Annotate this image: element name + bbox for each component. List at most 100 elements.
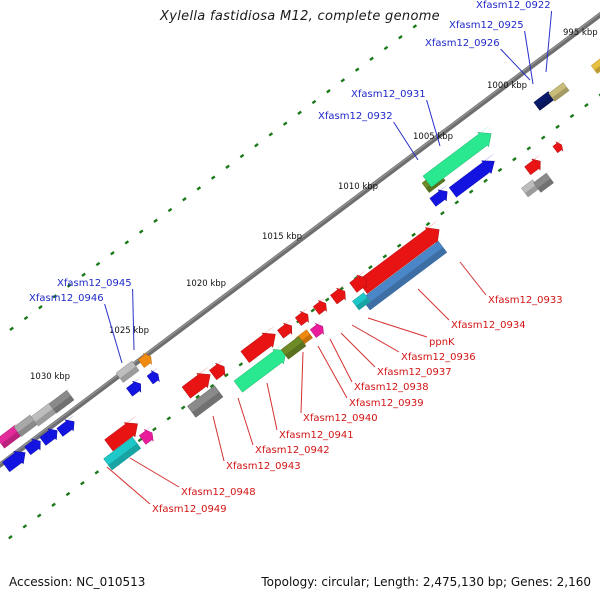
callout-label-Xfasm12_0937[interactable]: Xfasm12_0937 xyxy=(377,367,452,378)
gene[interactable] xyxy=(352,289,371,311)
lower-scale-tick xyxy=(483,178,488,183)
gene[interactable] xyxy=(30,400,57,427)
callout-label-Xfasm12_0932[interactable]: Xfasm12_0932 xyxy=(318,111,393,122)
callout-label-Xfasm12_0926[interactable]: Xfasm12_0926 xyxy=(425,38,500,49)
gene-Xfasm12_0948[interactable] xyxy=(104,415,138,452)
gene[interactable] xyxy=(138,425,154,445)
gene-arrow-body xyxy=(181,373,211,399)
gene-Xfasm12_0943[interactable] xyxy=(187,382,224,418)
gene[interactable] xyxy=(533,170,554,193)
gene-Xfasm12_0925[interactable] xyxy=(548,79,570,102)
callout-label-Xfasm12_0948[interactable]: Xfasm12_0948 xyxy=(181,487,256,498)
gene-Xfasm12_0949[interactable] xyxy=(103,434,142,471)
gene[interactable] xyxy=(552,138,564,154)
gene-Xfasm12_0941[interactable] xyxy=(277,318,293,339)
gene[interactable] xyxy=(24,434,41,456)
gene[interactable] xyxy=(39,423,58,446)
gene-Xfasm12_0942[interactable] xyxy=(233,342,287,393)
gene-arrow-body xyxy=(209,362,226,381)
gene-arrow-body xyxy=(552,141,564,154)
gene[interactable] xyxy=(280,333,307,360)
gene-arrow-body xyxy=(233,349,287,393)
gene-shadow xyxy=(192,391,223,418)
gene[interactable] xyxy=(0,422,23,449)
callout-label-Xfasm12_0925[interactable]: Xfasm12_0925 xyxy=(449,20,524,31)
lower-scale-tick xyxy=(396,243,402,248)
gene-arrow-body xyxy=(24,438,41,456)
gene-ppnK[interactable] xyxy=(349,270,367,293)
scale-tick xyxy=(138,229,144,234)
gene[interactable] xyxy=(524,154,541,176)
gene-Xfasm12_0934[interactable] xyxy=(361,238,448,311)
lower-scale-tick xyxy=(526,146,532,151)
callout-label-Xfasm12_0936[interactable]: Xfasm12_0936 xyxy=(401,352,476,363)
chromosome-rail-highlight xyxy=(0,12,600,465)
callout-leader xyxy=(417,288,450,321)
gene-arrow-body xyxy=(240,332,276,363)
lower-scale-tick xyxy=(569,113,575,119)
callout-leader xyxy=(106,466,151,505)
gene[interactable] xyxy=(13,412,38,437)
scale-label: 1010 kbp xyxy=(338,182,378,192)
callout-label-Xfasm12_0934[interactable]: Xfasm12_0934 xyxy=(451,320,526,331)
gene[interactable] xyxy=(181,366,211,399)
callout-label-Xfasm12_0940[interactable]: Xfasm12_0940 xyxy=(303,413,378,424)
callout-label-Xfasm12_0945[interactable]: Xfasm12_0945 xyxy=(57,278,132,289)
gene-Xfasm12_0931[interactable] xyxy=(422,125,492,188)
callout-label-Xfasm12_0946[interactable]: Xfasm12_0946 xyxy=(29,293,104,304)
scale-label: 1000 kbp xyxy=(487,81,527,91)
scale-tick xyxy=(110,251,115,256)
callout-leader xyxy=(266,382,278,431)
scale-tick xyxy=(297,110,302,115)
gene[interactable] xyxy=(126,376,142,397)
gene[interactable] xyxy=(56,414,75,437)
gene-Xfasm12_0933[interactable] xyxy=(357,220,440,294)
gene-Xfasm12_0926[interactable] xyxy=(533,88,555,111)
callout-label-Xfasm12_0931[interactable]: Xfasm12_0931 xyxy=(351,89,426,100)
callout-label-Xfasm12_0943[interactable]: Xfasm12_0943 xyxy=(226,461,301,472)
callout-label-Xfasm12_0942[interactable]: Xfasm12_0942 xyxy=(255,445,330,456)
gene[interactable] xyxy=(448,153,495,198)
lower-scale-tick xyxy=(22,524,28,529)
scale-tick xyxy=(52,294,58,299)
gene-Xfasm12_0945[interactable] xyxy=(137,349,152,368)
gene[interactable] xyxy=(429,184,448,207)
lower-scale-tick xyxy=(80,481,85,486)
callout-label-Xfasm12_0941[interactable]: Xfasm12_0941 xyxy=(279,430,354,441)
gene[interactable] xyxy=(240,325,276,363)
lower-scale-tick xyxy=(411,232,416,237)
gene-shadow xyxy=(594,65,600,74)
scale-label: 1030 kbp xyxy=(30,372,70,382)
gene[interactable] xyxy=(2,444,26,473)
callout-label-Xfasm12_0939[interactable]: Xfasm12_0939 xyxy=(349,398,424,409)
gene-shadow xyxy=(119,366,140,383)
callout-leader xyxy=(329,338,353,383)
scale-tick xyxy=(124,240,130,245)
callout-label-Xfasm12_0938[interactable]: Xfasm12_0938 xyxy=(354,382,429,393)
lower-scale-tick xyxy=(555,124,560,129)
scale-tick xyxy=(66,283,72,288)
callout-label-ppnK[interactable]: ppnK xyxy=(429,337,455,348)
gene[interactable] xyxy=(146,367,160,385)
gene[interactable] xyxy=(209,358,226,381)
callout-leader xyxy=(393,121,419,161)
lower-scale-tick xyxy=(209,383,215,389)
callout-leader xyxy=(212,415,225,462)
lower-scale-tick xyxy=(36,513,42,518)
callout-label-Xfasm12_0922[interactable]: Xfasm12_0922 xyxy=(476,0,551,11)
gene[interactable] xyxy=(48,387,75,414)
scale-label: 1025 kbp xyxy=(109,326,149,336)
gene-Xfasm12_0937[interactable] xyxy=(312,296,327,315)
gene-Xfasm12_0936[interactable] xyxy=(330,283,346,305)
callout-leader xyxy=(545,10,553,73)
gene-Xfasm12_0946[interactable] xyxy=(115,358,140,383)
gene-Xfasm12_0922[interactable] xyxy=(590,55,600,74)
gene-arrow-body xyxy=(349,274,367,293)
gene-shadow xyxy=(1,430,23,449)
callout-label-Xfasm12_0949[interactable]: Xfasm12_0949 xyxy=(152,504,227,515)
lower-scale-tick xyxy=(51,502,56,507)
lower-scale-tick xyxy=(540,135,546,140)
gene-Xfasm12_0938[interactable] xyxy=(294,307,309,326)
callout-label-Xfasm12_0933[interactable]: Xfasm12_0933 xyxy=(488,295,563,306)
gene-Xfasm12_0939[interactable] xyxy=(309,319,324,338)
